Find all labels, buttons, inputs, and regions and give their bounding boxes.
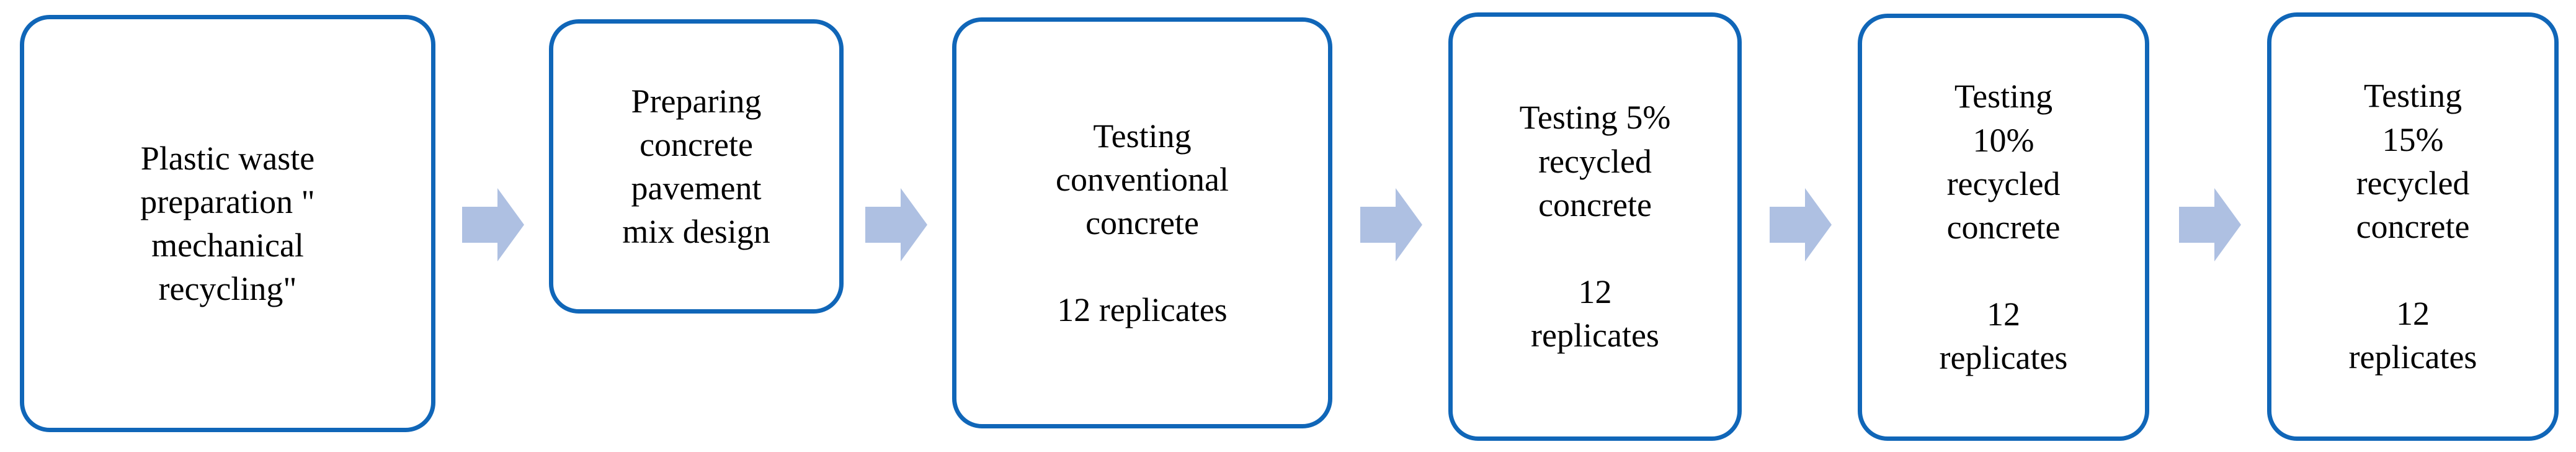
- arrow-node3-to-node4-icon: [1360, 188, 1422, 261]
- process-node-testing-10-percent-recycled-concrete[interactable]: Testing 10% recycled concrete 12 replica…: [1858, 14, 2149, 441]
- process-node-label: Plastic waste preparation " mechanical r…: [140, 139, 315, 308]
- process-node-label: Testing 10% recycled concrete 12 replica…: [1939, 78, 2068, 377]
- process-node-testing-5-percent-recycled-concrete[interactable]: Testing 5% recycled concrete 12 replicat…: [1448, 12, 1742, 441]
- arrow-node4-to-node5-icon: [1770, 188, 1832, 261]
- process-node-label: Testing 15% recycled concrete 12 replica…: [2348, 77, 2477, 376]
- process-node-preparing-concrete-pavement-mix-design[interactable]: Preparing concrete pavement mix design: [549, 19, 844, 314]
- process-node-testing-conventional-concrete[interactable]: Testing conventional concrete 12 replica…: [952, 17, 1332, 428]
- process-node-label: Testing 5% recycled concrete 12 replicat…: [1519, 99, 1671, 355]
- process-node-testing-15-percent-recycled-concrete[interactable]: Testing 15% recycled concrete 12 replica…: [2267, 12, 2559, 441]
- arrow-node1-to-node2-icon: [462, 188, 524, 261]
- process-node-plastic-waste-preparation[interactable]: Plastic waste preparation " mechanical r…: [20, 15, 435, 432]
- arrow-node2-to-node3-icon: [865, 188, 927, 261]
- arrow-node5-to-node6-icon: [2179, 188, 2241, 261]
- process-node-label: Preparing concrete pavement mix design: [622, 82, 770, 251]
- process-node-label: Testing conventional concrete 12 replica…: [1056, 117, 1229, 329]
